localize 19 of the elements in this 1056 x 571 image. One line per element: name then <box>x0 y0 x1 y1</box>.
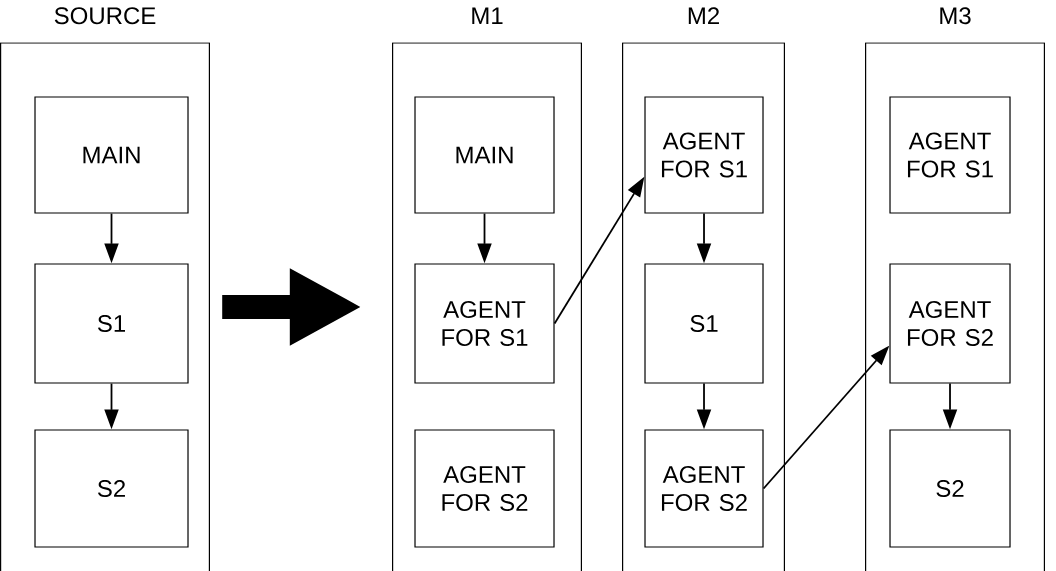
process-box: MAIN <box>34 96 189 214</box>
panel-heading: SOURCE <box>54 7 156 25</box>
process-box: AGENT FOR S1 <box>889 96 1011 214</box>
process-box: S2 <box>34 429 189 548</box>
panel-heading: M3 <box>940 7 971 25</box>
panel <box>622 42 785 571</box>
process-box: AGENT FOR S2 <box>414 429 555 548</box>
process-box: S1 <box>644 263 764 384</box>
process-box: AGENT FOR S2 <box>644 429 764 548</box>
process-box: MAIN <box>414 96 555 214</box>
process-box: S1 <box>34 263 189 384</box>
panel-heading: M1 <box>472 7 503 24</box>
panel-heading: M2 <box>688 7 719 24</box>
process-box: AGENT FOR S1 <box>644 96 764 214</box>
panel <box>865 42 1045 571</box>
process-box: S2 <box>889 429 1011 548</box>
panel <box>392 42 582 571</box>
process-box: AGENT FOR S2 <box>889 263 1011 384</box>
process-box: AGENT FOR S1 <box>414 263 555 384</box>
